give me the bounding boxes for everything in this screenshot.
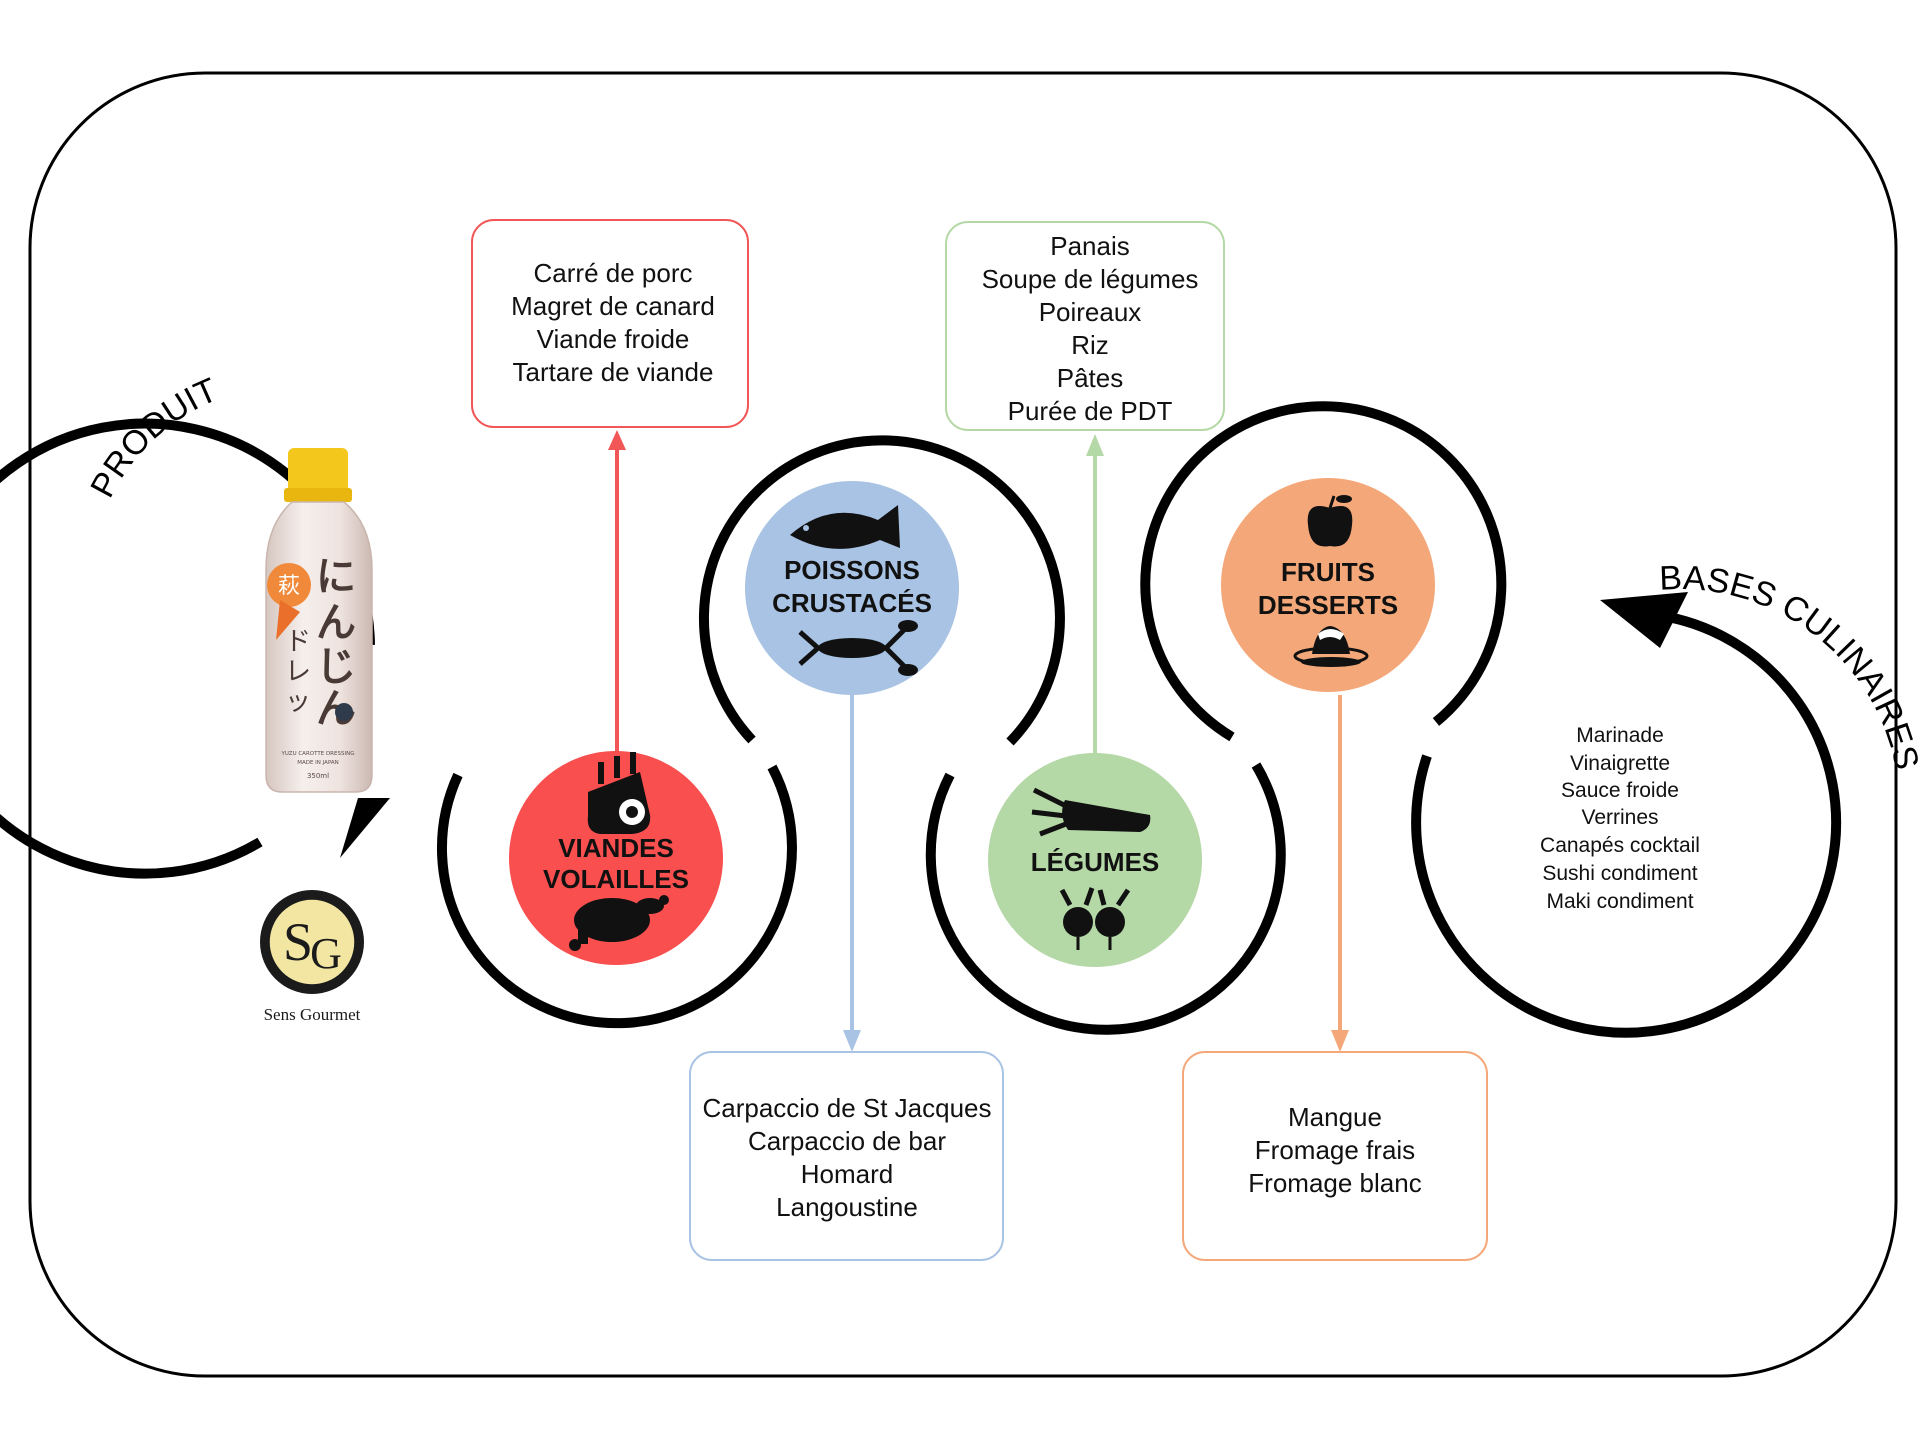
fruits-label-1: FRUITS (1281, 557, 1375, 587)
category-legumes: LÉGUMES (988, 753, 1202, 967)
connectors (608, 430, 1349, 1052)
fruits-item-3: Fromage blanc (1248, 1168, 1421, 1198)
poissons-label-1: POISSONS (784, 555, 920, 585)
legumes-box (945, 221, 1225, 431)
poissons-item-2: Carpaccio de bar (748, 1126, 946, 1156)
bases-item-7: Maki condiment (1546, 890, 1693, 913)
legumes-item-5: Pâtes (1057, 363, 1124, 393)
apple-icon (1307, 495, 1353, 547)
bases-item-4: Verrines (1581, 806, 1658, 829)
category-viandes: VIANDES VOLAILLES (509, 751, 723, 965)
svg-text:ド: ド (285, 627, 311, 657)
meat-rack-icon (587, 752, 651, 834)
legumes-connector-arrow (1086, 434, 1104, 456)
svg-text:に: に (316, 554, 356, 600)
viandes-item-4: Tartare de viande (513, 357, 714, 387)
poissons-ring (698, 435, 1065, 746)
fruits-box (1182, 1051, 1488, 1261)
legumes-item-1: Panais (1050, 231, 1130, 261)
viandes-label-2: VOLAILLES (543, 864, 689, 894)
svg-text:ッ: ッ (285, 687, 311, 717)
fish-icon (790, 505, 900, 549)
bottle-volume: 350ml (307, 772, 329, 780)
viandes-ring (436, 764, 797, 1029)
viandes-connector-arrow (608, 430, 626, 450)
bottle-label-small: YUZU CAROTTE DRESSING (281, 751, 355, 757)
category-poissons: POISSONS CRUSTACÉS (745, 481, 959, 695)
bases-item-2: Vinaigrette (1570, 752, 1670, 775)
bases-item-5: Canapés cocktail (1540, 834, 1700, 857)
logo-letter-s: S (283, 912, 313, 972)
bases-arrowhead (1600, 592, 1688, 648)
bases-header-text: BASES CULINAIRES (1659, 559, 1920, 773)
carrot-icon (1031, 787, 1151, 837)
logo-letter-g: G (310, 929, 342, 978)
produit-arrowhead (340, 798, 390, 858)
poissons-label-2: CRUSTACÉS (772, 588, 932, 618)
viandes-label-1: VIANDES (558, 833, 674, 863)
poissons-connector-arrow (843, 1030, 861, 1052)
poissons-item-1: Carpaccio de St Jacques (702, 1093, 991, 1123)
product-bottle: 萩 に ん じ ん ド レ ッ YUZU CAROTTE DRESSING MA… (265, 448, 373, 793)
fruits-item-1: Mangue (1288, 1102, 1382, 1132)
category-fruits: FRUITS DESSERTS (1221, 478, 1435, 692)
sens-gourmet-logo: S G Sens Gourmet (260, 890, 364, 1024)
legumes-label-1: LÉGUMES (1031, 847, 1160, 877)
poissons-item-4: Langoustine (776, 1192, 918, 1222)
svg-text:ん: ん (316, 600, 356, 646)
chicken-icon (569, 895, 669, 951)
radish-icon (1059, 887, 1131, 950)
svg-text:レ: レ (285, 657, 311, 687)
poissons-box (689, 1051, 1004, 1261)
bases-cycle (1411, 592, 1842, 1038)
lobster-icon (798, 620, 918, 676)
fruits-ring (1140, 401, 1507, 742)
bottle-label-origin: MADE IN JAPAN (297, 760, 339, 766)
produit-header: PRODUIT (83, 371, 223, 504)
bases-circle (1411, 610, 1842, 1038)
fruits-item-2: Fromage frais (1255, 1135, 1415, 1165)
bases-header: BASES CULINAIRES (1659, 559, 1920, 773)
viandes-item-3: Viande froide (537, 324, 690, 354)
serpentine-path (436, 401, 1507, 1035)
legumes-item-3: Poireaux (1039, 297, 1142, 327)
logo-brand-name: Sens Gourmet (264, 1005, 361, 1024)
bases-item-6: Sushi condiment (1542, 862, 1697, 885)
legumes-item-6: Purée de PDT (1008, 396, 1173, 426)
fruits-connector-arrow (1331, 1030, 1349, 1052)
viandes-box (471, 219, 749, 428)
legumes-ring (925, 762, 1286, 1035)
viandes-item-2: Magret de canard (511, 291, 715, 321)
svg-text:萩: 萩 (278, 574, 300, 599)
bases-item-3: Sauce froide (1561, 779, 1679, 802)
svg-text:じ: じ (316, 644, 356, 690)
fruits-label-2: DESSERTS (1258, 590, 1398, 620)
produit-header-text: PRODUIT (83, 371, 223, 504)
legumes-item-4: Riz (1071, 330, 1109, 360)
viandes-item-1: Carré de porc (534, 258, 693, 288)
legumes-item-2: Soupe de légumes (982, 264, 1199, 294)
outer-frame (28, 71, 1898, 1378)
pudding-icon (1293, 626, 1369, 667)
poissons-item-3: Homard (801, 1159, 893, 1189)
bases-item-1: Marinade (1576, 724, 1664, 747)
